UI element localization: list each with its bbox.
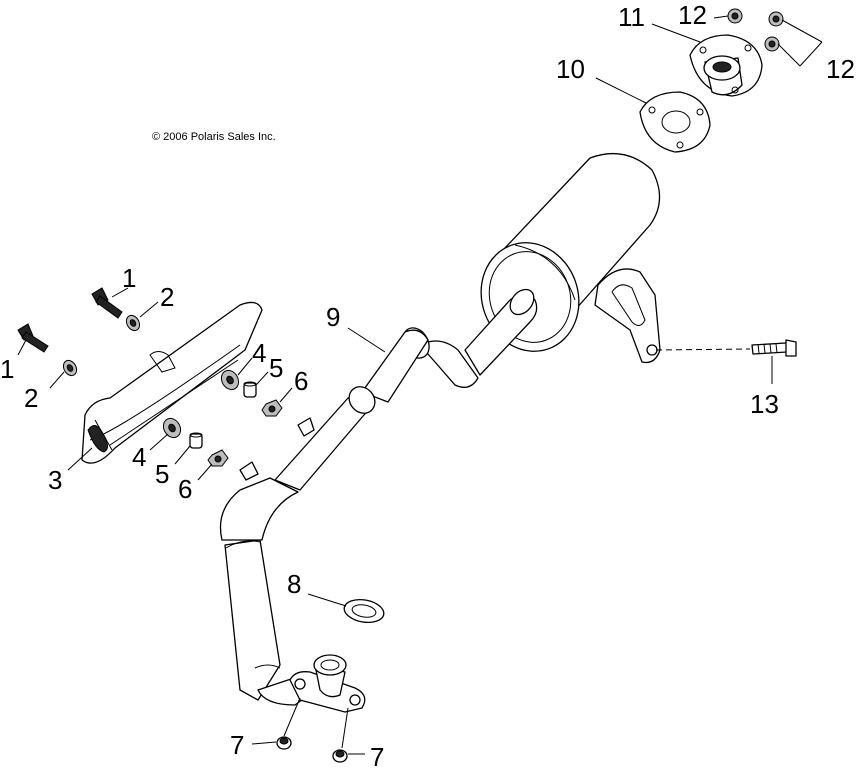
callout-5-upper: 5 [269,353,283,383]
callout-10: 10 [556,54,585,84]
spacer-lower [189,432,203,449]
callout-6-upper: 6 [294,366,308,396]
shield-nut-lower [207,449,229,467]
callout-4-lower: 4 [132,442,146,472]
shield-nut-upper [261,399,283,417]
flange-nut-right [332,749,348,763]
callout-2-lower: 2 [24,383,38,413]
callout-5-lower: 5 [155,459,169,489]
shield-bolt-lower [17,323,49,353]
callout-2-upper: 2 [160,282,174,312]
tailpipe-bolt-right-upper [768,11,784,27]
flange-nut-left [276,736,292,750]
flange-gasket [343,598,385,624]
muffler-mount-bolt [751,339,797,357]
callout-1-lower: 1 [0,354,14,384]
callout-7-left: 7 [230,730,244,760]
shield-washer-lower [62,359,78,377]
tailpipe-spark-arrestor [689,34,763,97]
callout-12-right: 12 [826,54,855,84]
heat-shield [81,301,263,464]
exhaust-pipe [219,288,538,706]
callout-8: 8 [287,569,301,599]
mount-bolt-axis [655,348,751,351]
shield-bolt-upper [91,287,123,319]
callout-13: 13 [750,389,779,419]
tailpipe-gasket [639,91,711,153]
muffler-bracket [594,268,661,364]
grommet-lower [162,417,182,439]
tailpipe-bolt-top [727,8,743,24]
callout-3: 3 [48,465,62,495]
grommet-upper [220,369,240,391]
callout-6-lower: 6 [178,474,192,504]
shield-washer-upper [125,314,141,332]
callout-11: 11 [618,2,645,32]
tailpipe-bolt-right-lower [764,36,780,52]
leader-lines [17,15,823,755]
callout-9: 9 [326,302,340,332]
spacer-upper [243,381,257,398]
copyright-notice: © 2006 Polaris Sales Inc. [152,131,276,143]
callout-12-top: 12 [678,0,707,30]
callout-7-right: 7 [370,742,384,769]
callout-1-upper: 1 [122,263,136,293]
callout-4-upper: 4 [252,338,266,368]
exhaust-flange [289,654,366,713]
